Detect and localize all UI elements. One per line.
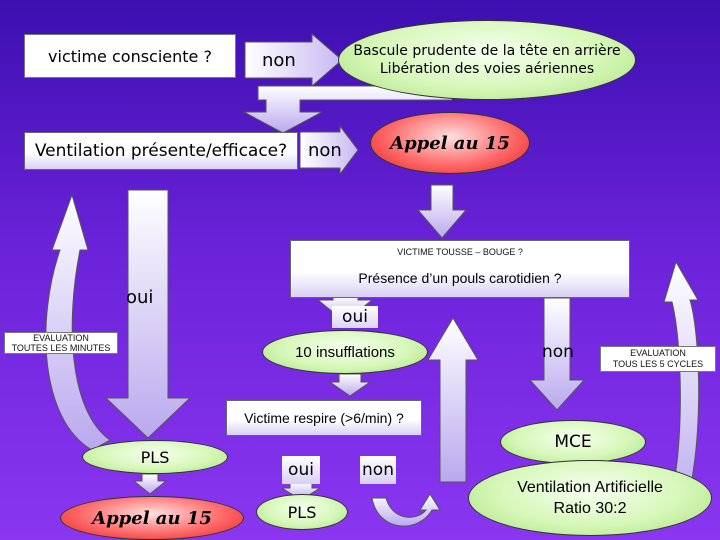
victime-consciente-box: victime consciente ? <box>24 34 236 78</box>
arrow-oui-down-left <box>104 189 192 439</box>
mce-ellipse: MCE <box>500 420 646 464</box>
non-bottom-box: non <box>360 456 396 484</box>
oui-bottom-label: oui <box>288 460 314 480</box>
non-bottom-label: non <box>362 460 394 480</box>
appel-15-top-label: Appel au 15 <box>390 132 510 154</box>
mce-label: MCE <box>554 432 592 452</box>
evaluation-right-line-2: TOUS LES 5 CYCLES <box>612 359 704 369</box>
ventilation-artificielle-line-1: Ventilation Artificielle <box>517 479 663 496</box>
appel-15-bottom-ellipse: Appel au 15 <box>60 496 244 540</box>
appel-15-bottom-label: Appel au 15 <box>92 507 212 529</box>
arrow-pls-down <box>132 473 168 495</box>
arrow-insufflations-down <box>328 373 372 397</box>
presence-pouls-box: VICTIME TOUSSE – BOUGE ? Présence d’un p… <box>290 240 630 298</box>
arrow-appel-down <box>416 184 468 239</box>
arrow-non-to-bascule <box>244 32 343 88</box>
oui-mid-box: oui <box>332 306 378 328</box>
arrow-u-turn-bottom <box>371 493 441 527</box>
pls-left-label: PLS <box>140 447 170 467</box>
evaluation-right-line-1: EVALUATION <box>630 348 686 358</box>
non-label-2: non <box>308 140 342 161</box>
victime-tousse-label: VICTIME TOUSSE – BOUGE ? <box>397 247 523 257</box>
evaluation-left-line-1: EVALUATION <box>33 333 89 343</box>
evaluation-left-box: EVALUATION TOUTES LES MINUTES <box>4 332 118 354</box>
victime-consciente-label: victime consciente ? <box>48 46 212 66</box>
presence-pouls-label: Présence d’un pouls carotidien ? <box>358 270 562 286</box>
bascule-line-1: Bascule prudente de la tête en arrière <box>353 43 621 59</box>
bascule-line-2: Libération des voies aériennes <box>379 61 595 77</box>
oui-label-left: oui <box>126 287 154 308</box>
arrow-non-down-right <box>528 297 586 411</box>
ventilation-artificielle-ellipse: Ventilation Artificielle Ratio 30:2 <box>468 460 712 536</box>
insufflations-label: 10 insufflations <box>295 343 395 361</box>
non-label-1: non <box>262 50 296 71</box>
pls-bottom-ellipse: PLS <box>256 494 348 530</box>
ventilation-artificielle-line-2: Ratio 30:2 <box>553 500 627 517</box>
bascule-ellipse: Bascule prudente de la tête en arrière L… <box>338 20 636 100</box>
victime-respire-box: Victime respire (>6/min) ? <box>226 400 422 436</box>
evaluation-left-line-2: TOUTES LES MINUTES <box>11 343 111 353</box>
pls-left-ellipse: PLS <box>82 440 228 474</box>
oui-mid-label: oui <box>342 307 368 327</box>
evaluation-right-box: EVALUATION TOUS LES 5 CYCLES <box>600 346 716 372</box>
ventilation-box: Ventilation présente/efficace? <box>24 132 298 170</box>
arrow-up-middle <box>427 317 479 483</box>
arrow-curve-right <box>663 260 700 521</box>
arrow-curve-left <box>45 193 111 451</box>
arrow-non-to-appel <box>299 124 359 176</box>
ventilation-label: Ventilation présente/efficace? <box>34 141 288 161</box>
pls-bottom-label: PLS <box>287 502 317 522</box>
victime-respire-label: Victime respire (>6/min) ? <box>244 410 404 426</box>
appel-15-top-ellipse: Appel au 15 <box>370 112 530 174</box>
insufflations-ellipse: 10 insufflations <box>262 330 428 374</box>
non-label-3: non <box>542 342 574 362</box>
oui-bottom-box: oui <box>282 456 320 484</box>
